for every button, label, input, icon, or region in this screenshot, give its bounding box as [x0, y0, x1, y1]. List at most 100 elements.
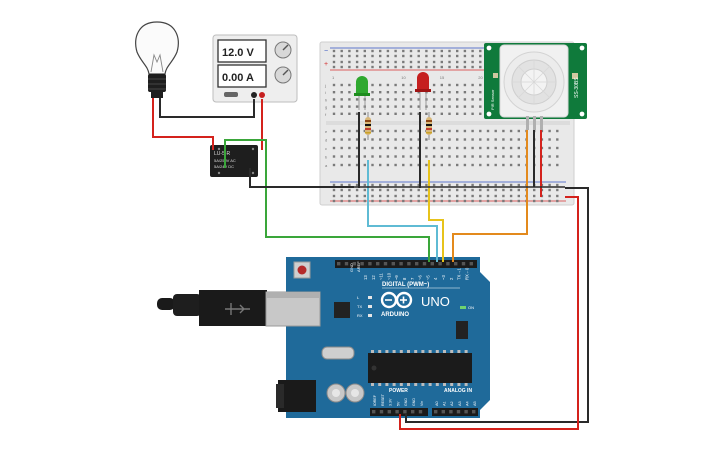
positive-terminal[interactable] — [259, 92, 265, 98]
wire-red-led-signal[interactable] — [428, 160, 444, 262]
pir-dome — [503, 51, 565, 113]
analog-pin-label: A5 — [473, 401, 477, 406]
digital-pin-label: ~11 — [379, 273, 384, 280]
digital-pin-label: 13 — [363, 275, 368, 280]
row-letter: j — [324, 83, 326, 88]
digital-pin-label: ~9 — [394, 275, 399, 280]
digital-pin-label: 7 — [410, 277, 415, 280]
voltage-knob[interactable] — [274, 41, 292, 59]
analog-pin-label: A0 — [435, 401, 439, 406]
voltage-readout: 12.0 V — [222, 47, 254, 59]
analog-pin-label: A1 — [443, 401, 447, 406]
power-pin-label: 5V — [396, 401, 400, 406]
analog-header — [432, 408, 478, 416]
led-l-label: L — [357, 295, 360, 300]
rail-plus-label: + — [324, 61, 328, 68]
digital-pin-label: 4 — [433, 277, 438, 280]
digital-pin-label: 8 — [402, 277, 407, 280]
reset-button[interactable] — [293, 261, 311, 279]
green-led[interactable] — [354, 76, 370, 110]
status-leds: L TX RX — [357, 295, 372, 318]
brand-label: ARDUINO — [381, 312, 409, 318]
arduino-logo — [380, 291, 413, 309]
column-number: 10 — [401, 75, 406, 80]
resistor-green-led[interactable] — [365, 112, 371, 140]
row-letter: i — [325, 90, 326, 95]
power-supply[interactable]: 12.0 V 0.00 A — [212, 34, 298, 103]
row-letter: b — [325, 155, 328, 160]
wire-5v-rail[interactable] — [399, 196, 579, 430]
row-letter: g — [325, 105, 327, 110]
digital-pin-label: ~3 — [441, 275, 446, 280]
current-readout: 0.00 A — [222, 72, 254, 84]
digital-pin-label: ~6 — [418, 275, 423, 280]
row-letter: d — [325, 138, 327, 143]
usb-controller-chip — [334, 302, 350, 318]
usb-connector[interactable] — [157, 290, 321, 327]
led-tx-label: TX — [357, 304, 362, 309]
wire-bulb-to-relay[interactable] — [152, 98, 214, 150]
digital-header-label: DIGITAL (PWM~) — [382, 282, 429, 288]
gnd-pin-label: GND — [349, 263, 354, 272]
led-rx-label: RX — [357, 313, 363, 318]
row-letter: h — [325, 97, 327, 102]
power-header — [370, 408, 428, 416]
digital-pin-label: ~10 — [386, 272, 391, 280]
pir-sensor[interactable]: SS-30BS PIR Sensor — [484, 43, 587, 130]
wire-relay-ground[interactable] — [249, 168, 354, 188]
power-pin-label: IOREF — [373, 394, 377, 406]
row-letter: f — [325, 112, 327, 117]
row-letter: c — [325, 146, 327, 151]
negative-terminal[interactable] — [251, 92, 257, 98]
column-number: 1 — [332, 75, 335, 80]
digital-pin-label: RX←0 — [464, 267, 469, 280]
power-switch[interactable] — [224, 92, 238, 97]
relay-label-1: LU-5-R — [214, 151, 231, 157]
aref-label: AREF — [356, 261, 361, 272]
analog-header-label: ANALOG IN — [444, 388, 472, 394]
column-number: 20 — [478, 75, 483, 80]
icsp-header — [456, 321, 468, 339]
pir-model-text: SS-30BS — [574, 77, 580, 98]
wires — [152, 98, 589, 430]
wire-bulb-to-supply[interactable] — [159, 98, 255, 118]
crystal-oscillator — [321, 346, 355, 360]
power-pin-label: Vin — [420, 401, 424, 406]
power-pin-label: RESET — [381, 393, 385, 406]
power-header-label: POWER — [389, 388, 408, 394]
model-label: UNO — [421, 294, 450, 309]
wire-relay-signal[interactable] — [224, 139, 430, 262]
pir-side-text: PIR Sensor — [490, 89, 495, 110]
resistor-red-led[interactable] — [426, 112, 432, 140]
power-pin-label: GND — [404, 398, 408, 406]
atmega-chip — [368, 350, 472, 386]
digital-header — [335, 260, 477, 268]
column-number: 15 — [440, 75, 445, 80]
power-jack[interactable] — [276, 380, 316, 412]
wire-gnd-rail[interactable] — [405, 187, 589, 423]
row-letter: e — [325, 129, 328, 134]
digital-pin-label: TX→1 — [457, 267, 462, 280]
capacitor-1 — [326, 383, 346, 403]
red-led[interactable] — [415, 72, 431, 110]
current-knob[interactable] — [274, 66, 292, 84]
capacitor-2 — [345, 383, 365, 403]
wire-pir-signal[interactable] — [452, 130, 528, 262]
digital-pin-label: ~5 — [425, 275, 430, 280]
digital-pin-label: 12 — [371, 275, 376, 280]
power-pin-label: GND — [412, 398, 416, 406]
analog-pin-label: A2 — [450, 401, 454, 406]
light-bulb[interactable] — [135, 21, 179, 98]
digital-pin-label: 2 — [449, 277, 454, 280]
rail-minus-label: − — [324, 48, 328, 55]
on-label: ON — [468, 305, 474, 310]
wire-green-led-signal[interactable] — [367, 160, 438, 262]
row-letter: a — [325, 163, 328, 168]
power-pin-label: 3.3V — [389, 398, 393, 406]
